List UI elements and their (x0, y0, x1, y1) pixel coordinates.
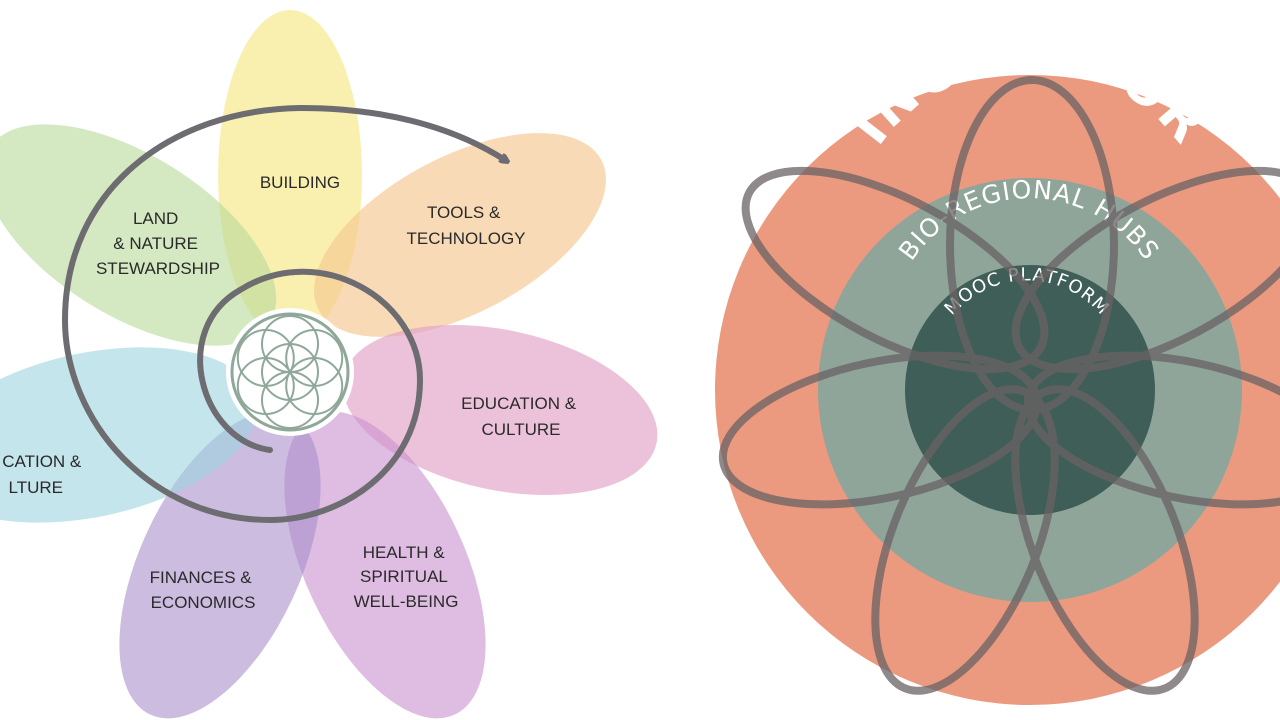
orbit-lower-left (871, 385, 1059, 695)
orbit-upper-left (741, 166, 1049, 374)
label-health: HEALTH & SPIRITUAL WELL-BEING (354, 543, 459, 611)
spiral-arrow (61, 104, 505, 524)
label-education-left: CATION & LTURE (2, 452, 86, 497)
orbit-upper-right (1011, 166, 1280, 374)
seed-of-life-icon (226, 308, 354, 436)
petal-education-left (0, 347, 258, 523)
orbit-lower-right (1011, 385, 1199, 695)
label-tools-technology: TOOLS & TECHNOLOGY (406, 203, 525, 248)
label-education-right: EDUCATION & CULTURE (461, 394, 581, 439)
petal-health (284, 411, 486, 719)
flower-diagram: BUILDING TOOLS & TECHNOLOGY EDUCATION & … (0, 10, 658, 719)
petal-tools-technology (314, 133, 606, 337)
label-land: LAND & NATURE STEWARDSHIP (96, 209, 220, 278)
label-finances: FINANCES & ECONOMICS (150, 568, 257, 612)
incubator-diagram: INCUBATOR BIO-REGIONAL HUBS MOOC PLATFOR… (715, 20, 1280, 705)
petal-finances (119, 411, 321, 719)
petal-land (0, 124, 277, 346)
orbit-ellipses (718, 76, 1280, 695)
label-building: BUILDING (260, 173, 340, 192)
